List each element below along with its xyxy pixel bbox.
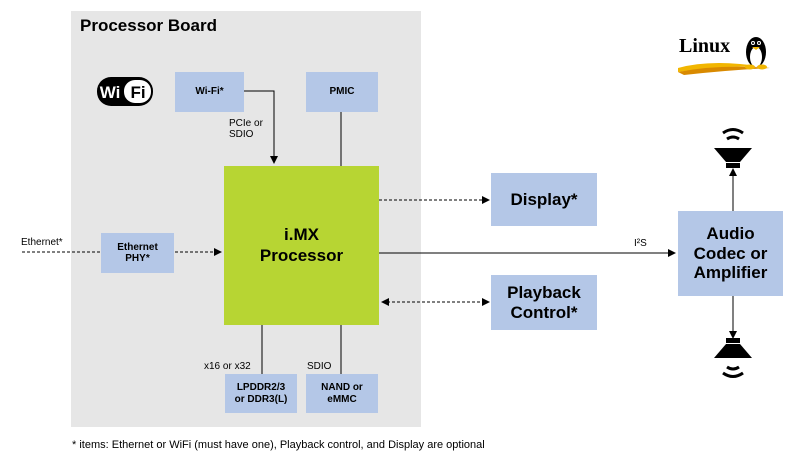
linux-logo: Linux [678, 35, 770, 75]
footnote: * items: Ethernet or WiFi (must have one… [72, 439, 485, 451]
pcie-sdio-label: PCIe or SDIO [229, 118, 263, 140]
wifi-link [244, 90, 278, 164]
display-block: Display* [491, 173, 597, 226]
ethernet-label: Ethernet* [21, 237, 63, 248]
ethernet-phy-block: Ethernet PHY* [101, 233, 174, 273]
playback-control-block: Playback Control* [491, 275, 597, 330]
wifi-block: Wi-Fi* [175, 72, 244, 112]
i2s-label: I²S [634, 238, 647, 249]
wifi-logo-text-b: Fi [130, 83, 145, 102]
speaker-top-icon [714, 128, 752, 168]
memory-block: LPDDR2/3 or DDR3(L) [225, 374, 297, 413]
speaker-bottom-icon [714, 338, 752, 378]
imx-processor-block: i.MX Processor [224, 166, 379, 325]
wifi-logo-text-a: Wi [100, 83, 121, 102]
linux-logo-text: Linux [679, 35, 730, 57]
sdio-label: SDIO [307, 361, 332, 372]
storage-block: NAND or eMMC [306, 374, 378, 413]
wifi-logo: Wi Fi [97, 77, 153, 106]
pmic-block: PMIC [306, 72, 378, 112]
board-title: Processor Board [80, 16, 217, 35]
audio-codec-block: Audio Codec or Amplifier [678, 211, 783, 296]
memory-width-label: x16 or x32 [204, 361, 251, 372]
